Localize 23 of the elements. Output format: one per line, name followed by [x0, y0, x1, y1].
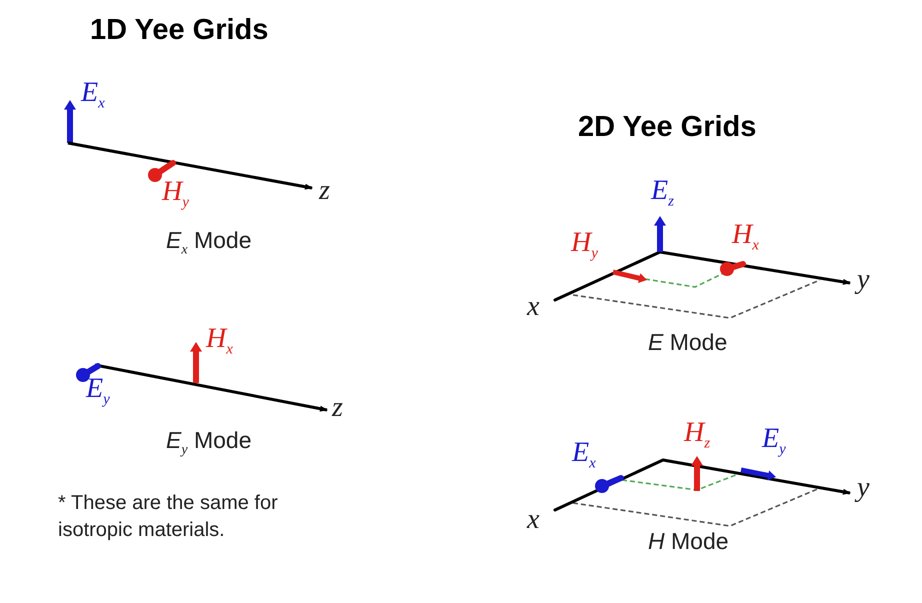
mode-caption: E$_{x}$ Mode	[166, 228, 252, 258]
field-label: E$_{z}$	[651, 176, 674, 210]
field-label: E$_{x}$	[81, 78, 105, 112]
footnote: * These are the same for isotropic materials.	[58, 491, 279, 543]
axis-label: y	[857, 473, 870, 504]
mode-caption: E Mode	[648, 330, 728, 356]
field-label: H$_{y}$	[571, 228, 598, 262]
axis-label: x	[527, 292, 540, 323]
heading: 2D Yee Grids	[578, 112, 756, 144]
field-label: H$_{y}$	[162, 177, 189, 212]
field-label: E$_{y}$	[762, 424, 786, 458]
axis-label: y	[857, 265, 870, 296]
field-label: E$_{y}$	[86, 374, 110, 408]
mode-caption: H Mode	[648, 529, 729, 554]
axis-label: z	[319, 176, 330, 207]
field-label: H$_{x}$	[732, 220, 759, 254]
heading: 1D Yee Grids	[90, 15, 268, 47]
mode-caption: E$_{y}$ Mode	[166, 428, 252, 458]
axis-label: x	[527, 505, 540, 536]
axis-label: z	[332, 393, 343, 424]
field-label: H$_{x}$	[206, 324, 233, 358]
field-label: E$_{x}$	[572, 438, 596, 472]
field-label: H$_{z}$	[684, 418, 710, 452]
